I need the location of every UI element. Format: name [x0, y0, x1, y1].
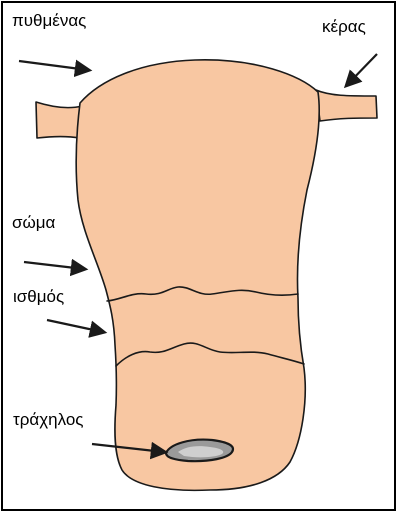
label-isthmus: ισθμός: [13, 288, 64, 305]
uterus-outline: [76, 60, 319, 491]
fundus-arrow: [19, 61, 88, 70]
label-body: σώμα: [12, 214, 55, 231]
label-horn: κέρας: [322, 18, 366, 35]
left-tube: [36, 102, 82, 138]
label-cervix: τράχηλος: [13, 411, 83, 428]
right-tube: [316, 90, 377, 121]
horn-arrow: [347, 54, 377, 85]
isthmus-arrow: [47, 320, 103, 332]
body-arrow: [24, 262, 84, 269]
label-fundus: πυθμένας: [12, 12, 86, 29]
